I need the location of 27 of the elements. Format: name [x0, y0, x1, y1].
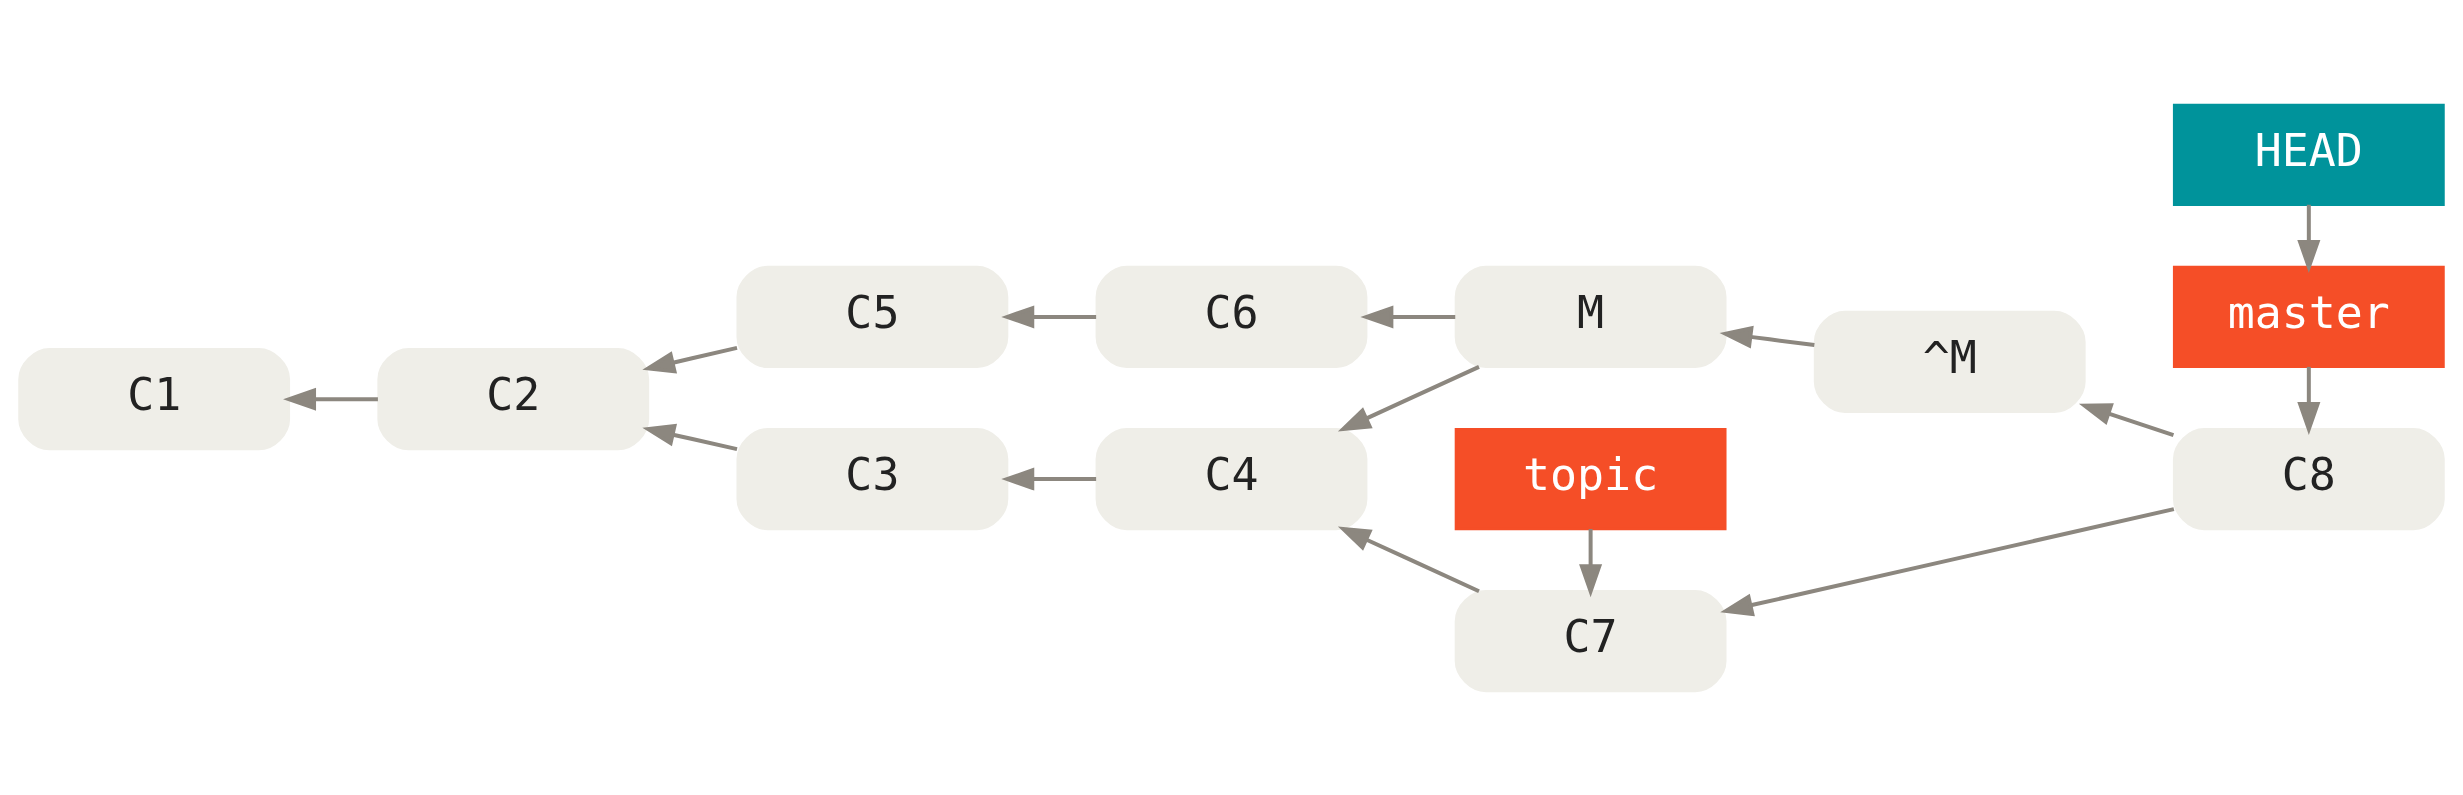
node-box: C7 [1454, 589, 1727, 692]
node-box: M [1454, 265, 1727, 368]
node-box: C8 [2172, 427, 2445, 530]
arrow [1001, 467, 1097, 491]
node-box: ^M [1813, 310, 2086, 413]
arrow [642, 345, 738, 374]
node-box: C2 [377, 347, 650, 450]
node-box: C6 [1095, 265, 1368, 368]
arrow [2297, 204, 2321, 273]
arrow [1720, 506, 2175, 616]
arrow [1579, 528, 1603, 597]
arrow [283, 387, 378, 411]
arrow [642, 423, 738, 451]
node-box: C5 [736, 265, 1009, 368]
node-box: master [2172, 265, 2445, 368]
arrow [1360, 304, 1456, 328]
arrow [2297, 366, 2321, 435]
node-box: HEAD [2172, 103, 2445, 206]
node-box: C3 [736, 427, 1009, 530]
arrow [1719, 325, 1815, 349]
node-box: C1 [18, 347, 291, 450]
arrow [2078, 402, 2175, 437]
node-box: topic [1454, 427, 1727, 530]
node-box: C4 [1095, 427, 1368, 530]
arrow [1337, 526, 1480, 593]
arrow [1337, 364, 1480, 431]
arrow [1001, 304, 1097, 328]
